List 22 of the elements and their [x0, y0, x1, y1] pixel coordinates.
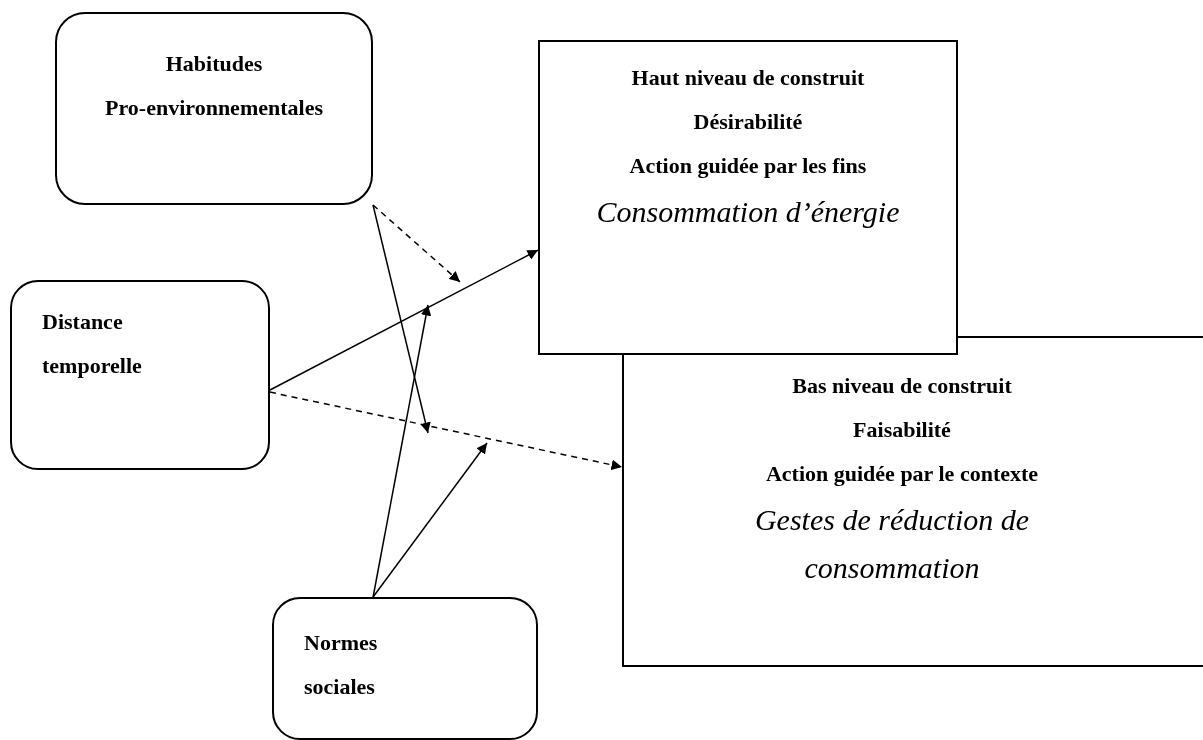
node-label: Action guidée par les fins — [628, 152, 868, 180]
node-label: Normes sociales — [304, 629, 379, 701]
node-label: Désirabilité — [692, 108, 804, 136]
text-box — [622, 336, 1203, 667]
node-label: Bas niveau de construit — [791, 372, 1013, 400]
arrow — [372, 304, 432, 598]
rounded-box — [10, 280, 270, 470]
node-label: Haut niveau de construit — [630, 64, 866, 92]
arrow — [372, 442, 488, 598]
rounded-box — [272, 597, 538, 740]
arrow — [269, 391, 623, 470]
node-label: Habitudes Pro-environnementales — [104, 50, 324, 122]
arrow — [372, 204, 431, 434]
text-box — [538, 40, 958, 355]
arrow — [269, 249, 539, 391]
italic-caption: Consommation d’énergie — [595, 194, 901, 230]
node-label: Action guidée par le contexte — [764, 460, 1040, 488]
italic-caption: Gestes de réduction de consommation — [753, 502, 1031, 586]
arrow — [372, 204, 461, 283]
node-label: Distance temporelle — [42, 308, 143, 380]
node-label: Faisabilité — [852, 416, 952, 444]
rounded-box — [55, 12, 373, 205]
